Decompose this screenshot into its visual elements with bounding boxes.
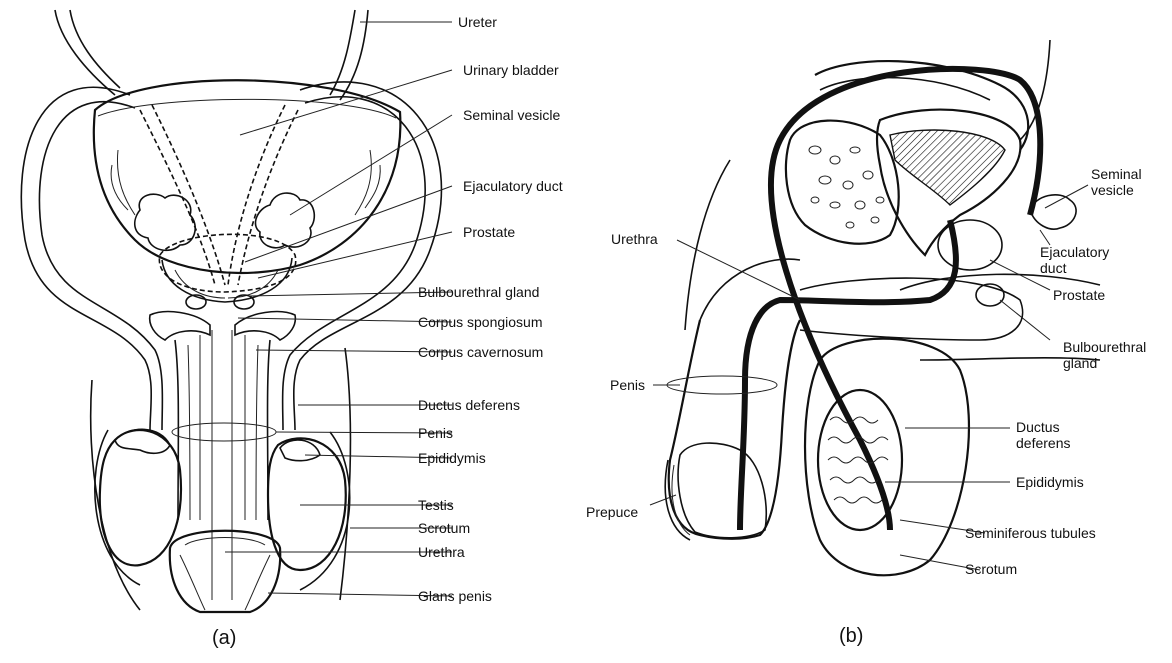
label-b-epididymis: Epididymis [1016, 474, 1084, 490]
label-b-ductus-deferens: Ductus deferens [1016, 419, 1086, 451]
label-a-corpus-cavernosum: Corpus cavernosum [418, 344, 543, 360]
pubic-bone [786, 121, 899, 244]
label-b-prostate: Prostate [1053, 287, 1105, 303]
right-ureter-inner [340, 10, 368, 100]
label-b-prepuce: Prepuce [586, 504, 638, 520]
left-ductus-deferens-inner [39, 102, 162, 430]
glans-penis [170, 531, 280, 612]
caption-a: (a) [212, 627, 236, 649]
label-a-penis: Penis [418, 425, 453, 441]
label-b-seminiferous-tubules: Seminiferous tubules [965, 525, 1096, 541]
left-ductus-deferens [21, 87, 151, 430]
label-b-urethra: Urethra [611, 231, 658, 247]
panel-a-drawing [21, 10, 441, 612]
label-b-ejaculatory-duct: Ejaculatory duct [1040, 244, 1120, 276]
label-a-urinary-bladder: Urinary bladder [463, 62, 559, 78]
label-a-ureter: Ureter [458, 14, 497, 30]
bladder [94, 80, 401, 273]
label-b-penis: Penis [610, 377, 645, 393]
penis-shaft-left [175, 340, 178, 520]
label-a-scrotum: Scrotum [418, 520, 470, 536]
penis-ring-b [667, 376, 777, 394]
front-outline [1020, 40, 1050, 140]
right-epididymis [280, 440, 320, 461]
bladder-rim [98, 99, 396, 118]
left-ureter-dashed [140, 110, 215, 285]
left-epididymis [115, 429, 170, 453]
left-body-outline [91, 380, 140, 610]
left-seminal-vesicle [135, 194, 195, 250]
label-a-corpus-spongiosum: Corpus spongiosum [418, 314, 543, 330]
right-body-outline [340, 348, 350, 600]
label-a-ductus-deferens: Ductus deferens [418, 397, 520, 413]
penis-ring [172, 423, 276, 441]
bulbourethral-gland-right [234, 295, 254, 309]
penis-crura [150, 312, 210, 340]
left-ureter [55, 10, 115, 95]
label-a-epididymis: Epididymis [418, 450, 486, 466]
prostate-b [938, 220, 1002, 270]
right-ductus-deferens [294, 82, 442, 430]
label-a-seminal-vesicle: Seminal vesicle [463, 107, 560, 123]
label-b-scrotum: Scrotum [965, 561, 1017, 577]
bladder-lumen [890, 130, 1005, 205]
glans-b [678, 443, 766, 538]
panel-b-drawing [665, 40, 1100, 575]
label-a-prostate: Prostate [463, 224, 515, 240]
label-a-urethra: Urethra [418, 544, 465, 560]
label-b-seminal-vesicle: Seminal vesicle [1091, 166, 1151, 198]
caption-b: (b) [839, 625, 863, 647]
label-b-bulbourethral-gland: Bulbourethral gland [1063, 339, 1163, 371]
testis-b [818, 390, 902, 530]
label-a-ejaculatory-duct: Ejaculatory duct [463, 178, 563, 194]
label-a-testis: Testis [418, 497, 454, 513]
label-a-glans-penis: Glans penis [418, 588, 492, 604]
penis-b [669, 320, 800, 539]
seminal-vesicle-b [1030, 195, 1076, 229]
label-a-bulbourethral-gland: Bulbourethral gland [418, 284, 539, 300]
